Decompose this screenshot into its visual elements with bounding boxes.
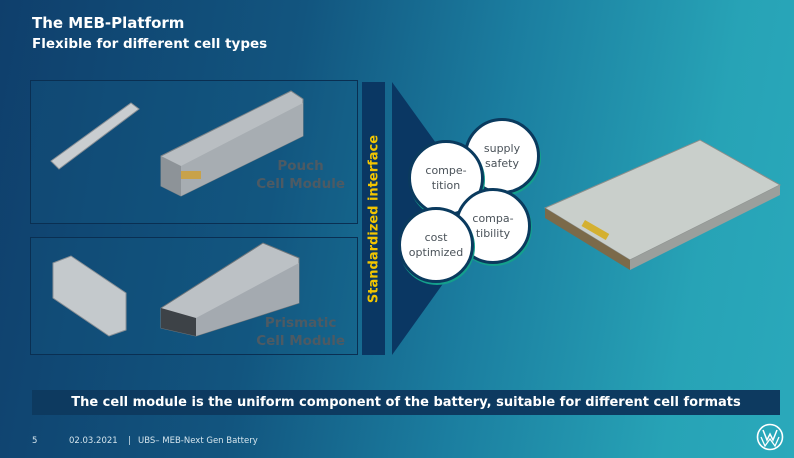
benefit-compatibility-line-2: tibility <box>475 227 511 240</box>
footer-date: 02.03.2021 <box>69 436 118 446</box>
standardized-interface-bar: Standardized interface <box>362 82 385 355</box>
pouch-label-1: Pouch <box>277 158 324 174</box>
prismatic-cell-image <box>52 242 300 337</box>
slide-title: The MEB-Platform <box>32 14 185 32</box>
benefit-competition-line-1: compe- <box>425 164 467 177</box>
footer-document: UBS– MEB-Next Gen Battery <box>138 436 258 446</box>
interface-label: Standardized interface <box>366 134 381 303</box>
prismatic-label-2: Cell Module <box>256 333 345 349</box>
slide-subtitle: Flexible for different cell types <box>32 36 268 52</box>
summary-banner: The cell module is the uniform component… <box>32 390 780 415</box>
page-number: 5 <box>32 436 38 446</box>
pouch-label-2: Cell Module <box>256 176 345 192</box>
prismatic-label-1: Prismatic <box>264 315 337 331</box>
benefit-compatibility-line-1: compa- <box>472 212 514 225</box>
battery-pack-image <box>543 139 782 270</box>
benefit-cost-optimized: cost optimized <box>398 207 474 283</box>
benefit-competition-line-2: tition <box>431 179 461 192</box>
benefit-supply-safety-line-1: supply <box>483 142 521 155</box>
benefit-cost-optimized-line-1: cost <box>424 231 448 244</box>
pouch-cell-image <box>50 90 304 197</box>
benefit-cost-optimized-line-2: optimized <box>408 246 464 259</box>
prismatic-panel: Prismatic Cell Module <box>30 237 358 355</box>
footer-separator: | <box>128 436 131 446</box>
vw-logo-icon <box>756 423 784 451</box>
benefit-supply-safety-line-2: safety <box>485 157 519 170</box>
pouch-panel: Pouch Cell Module <box>30 80 358 224</box>
